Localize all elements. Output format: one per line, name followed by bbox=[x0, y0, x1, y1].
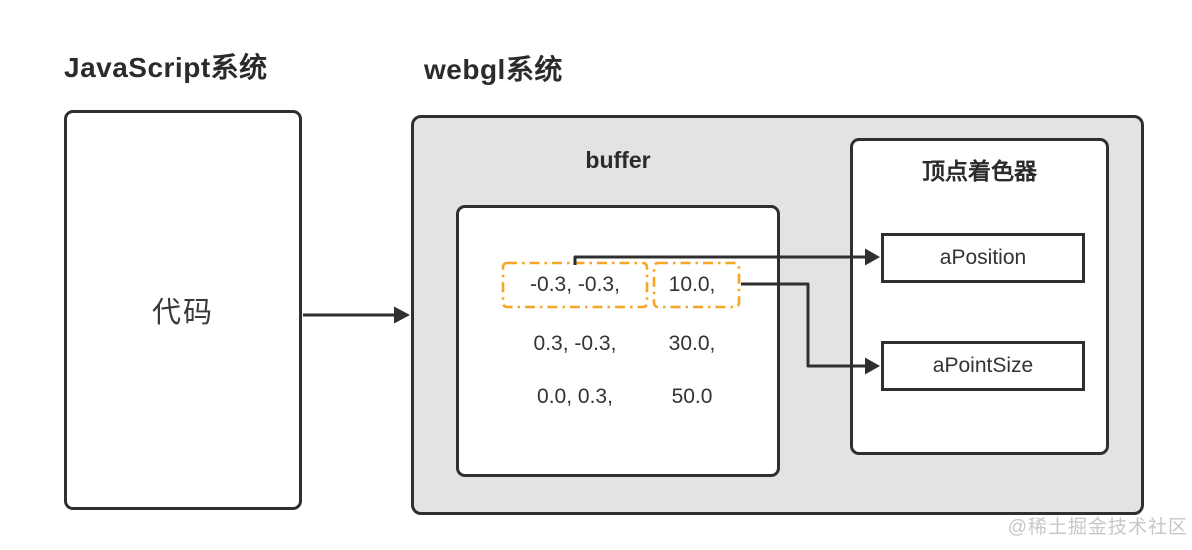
arrowhead-icon bbox=[394, 306, 410, 324]
webgl-system-title: webgl系统 bbox=[424, 54, 563, 85]
buffer-row-2-position: 0.3, -0.3, bbox=[533, 332, 617, 355]
watermark: @稀土掘金技术社区 bbox=[1007, 517, 1188, 538]
aposition-label: aPosition bbox=[939, 246, 1027, 269]
buffer-label: buffer bbox=[585, 147, 651, 173]
apointsize-label: aPointSize bbox=[932, 354, 1034, 377]
code-box: 代码 bbox=[64, 110, 302, 510]
aposition-box: aPosition bbox=[881, 233, 1085, 283]
code-box-label: 代码 bbox=[151, 297, 214, 329]
apointsize-box: aPointSize bbox=[881, 341, 1085, 391]
js-system-title: JavaScript系统 bbox=[64, 52, 268, 83]
buffer-row-1-position: -0.3, -0.3, bbox=[530, 273, 620, 296]
buffer-row-1-pointsize: 10.0, bbox=[668, 273, 716, 296]
buffer-row-2-pointsize: 30.0, bbox=[668, 332, 716, 355]
buffer-box bbox=[456, 205, 780, 477]
vertex-shader-title: 顶点着色器 bbox=[922, 158, 1037, 184]
buffer-row-3-position: 0.0, 0.3, bbox=[537, 385, 613, 408]
arrow-code-to-webgl bbox=[303, 306, 410, 324]
buffer-row-3-pointsize: 50.0 bbox=[671, 385, 713, 408]
